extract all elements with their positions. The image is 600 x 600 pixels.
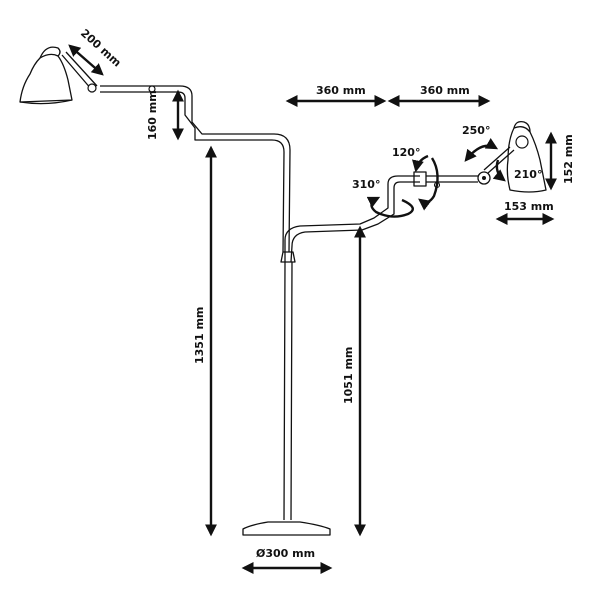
lamp-base [242,521,331,536]
rotation-arrows [366,138,506,218]
rotation-210-icon [492,159,506,182]
lamp-pole [283,261,293,521]
label-shade-width: 153 mm [504,200,554,213]
lamp-pole-collar [280,251,296,263]
left-shade-mount [39,46,61,59]
label-rotation-210: 210° [514,168,542,181]
lamp-lower-arm [284,175,420,263]
label-base-diameter: Ø300 mm [256,547,315,560]
left-shade-joint [87,83,97,93]
arrow-shade-arm [68,44,104,76]
label-rotation-120: 120° [392,146,420,159]
label-total-height: 1351 mm [193,307,206,364]
rotation-250-icon [464,138,499,162]
rotation-310-icon [366,196,414,218]
label-arm-height: 1051 mm [342,347,355,404]
label-arm-left: 360 mm [316,84,366,97]
label-rotation-310: 310° [352,178,380,191]
right-arm [426,175,478,183]
right-shade [506,126,547,193]
dimension-arrows [68,44,557,574]
right-shade-mount [513,120,531,133]
label-shade-height: 152 mm [562,134,575,184]
left-shade-rim [19,99,73,105]
swivel-joint [413,171,427,187]
right-shade-joint-inner [482,176,486,180]
right-shade-link [483,146,515,174]
lamp-drawing [19,46,547,536]
top-arm-joint [148,85,156,93]
label-rotation-250: 250° [462,124,490,137]
right-shade-cap [515,135,529,149]
left-shade [19,53,73,103]
label-arm-right: 360 mm [420,84,470,97]
rotation-120-icon [418,157,439,211]
label-shade-drop: 160 mm [146,90,159,140]
label-shade-arm: 200 mm [78,27,124,70]
rotation-120-icon-lower [412,154,429,173]
lamp-upper-pole [184,96,291,253]
